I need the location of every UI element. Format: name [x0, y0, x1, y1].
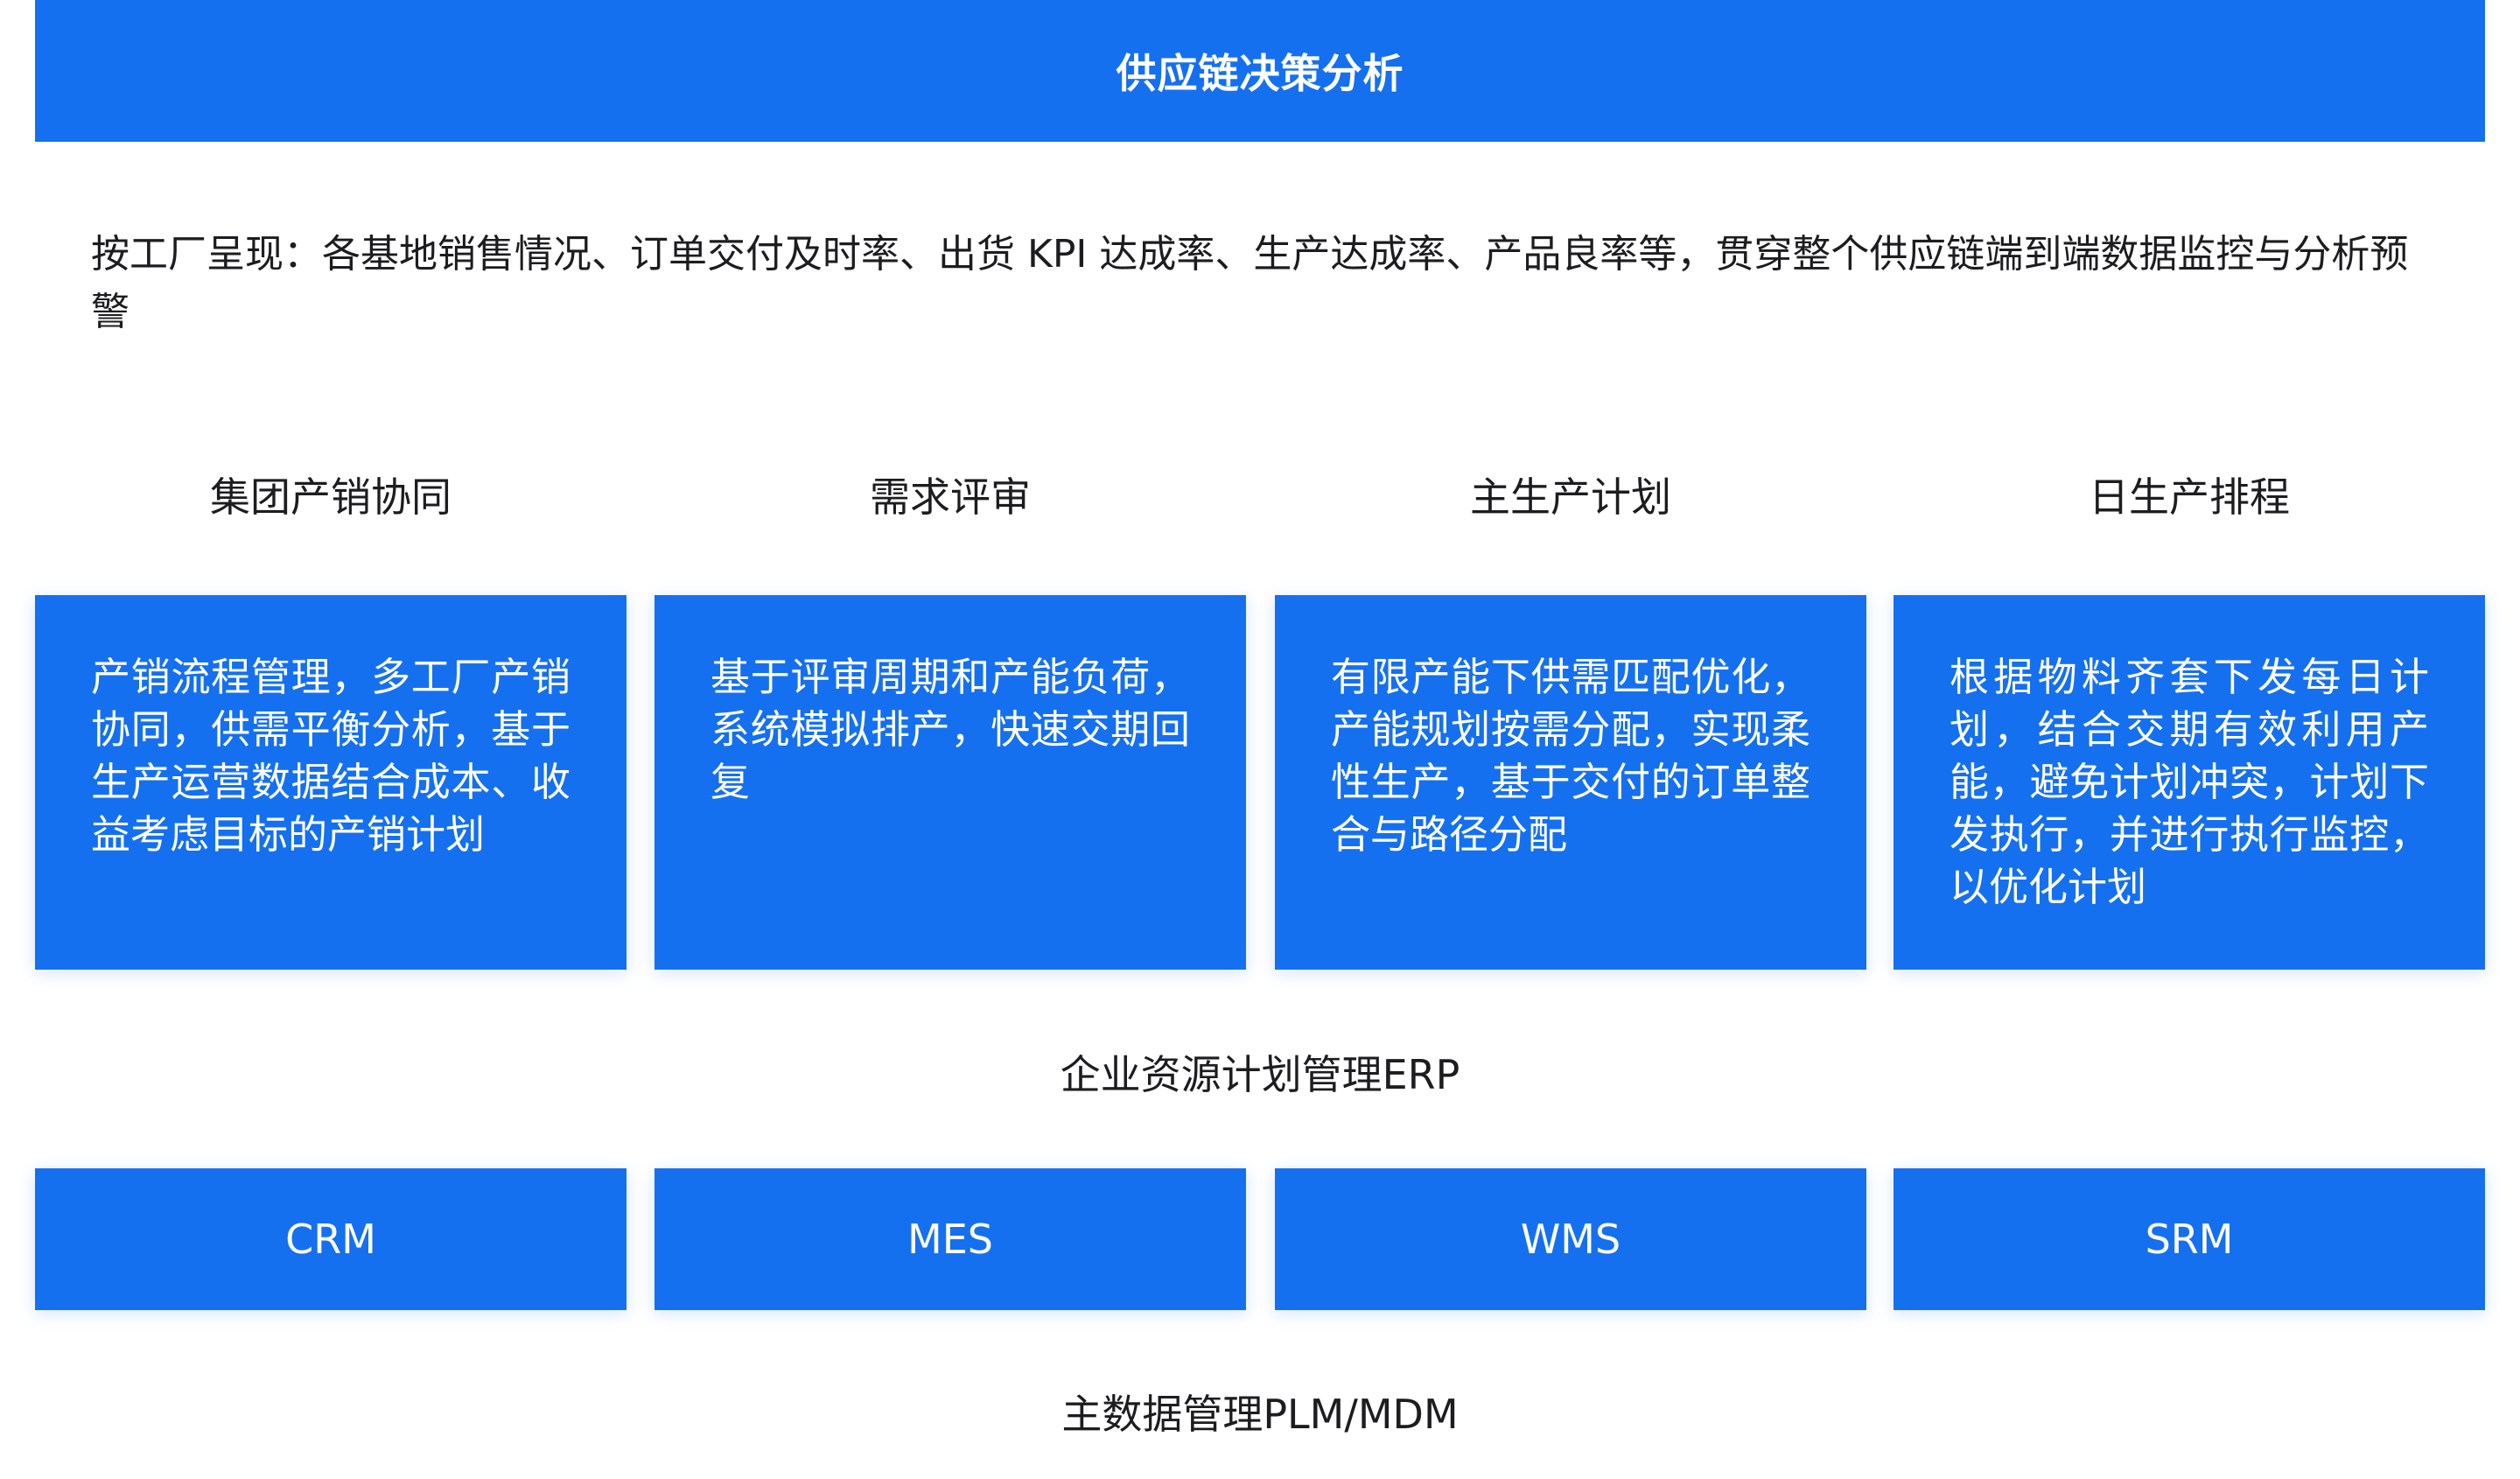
stage-card-text: 有限产能下供需匹配优化，产能规划按需分配，实现柔性生产，基于交付的订单整合与路径…	[1331, 654, 1810, 858]
stage-card-demand-review: 基于评审周期和产能负荷，系统模拟排产，快速交期回复	[654, 595, 1246, 970]
description-text: 按工厂呈现：各基地销售情况、订单交付及时率、出货 KPI 达成率、生产达成率、产…	[91, 232, 2409, 334]
banner-title: 供应链决策分析	[1116, 50, 1404, 97]
top-banner: 供应链决策分析	[35, 0, 2485, 142]
system-label: SRM	[2145, 1216, 2234, 1263]
stage-title-daily-scheduling: 日生产排程	[2089, 473, 2290, 521]
stage-card-master-production-plan: 有限产能下供需匹配优化，产能规划按需分配，实现柔性生产，基于交付的订单整合与路径…	[1275, 595, 1866, 970]
stage-title-master-production-plan: 主生产计划	[1470, 473, 1671, 521]
stage-card-text: 根据物料齐套下发每日计划，结合交期有效利用产能，避免计划冲突，计划下发执行，并进…	[1950, 654, 2429, 910]
mdm-layer-label: 主数据管理PLM/MDM	[1061, 1391, 1459, 1438]
stage-card-group-sales-coordination: 产销流程管理，多工厂产销协同，供需平衡分析，基于生产运营数据结合成本、收益考虑目…	[35, 595, 626, 970]
system-box-mes: MES	[654, 1168, 1246, 1310]
stage-card-daily-scheduling: 根据物料齐套下发每日计划，结合交期有效利用产能，避免计划冲突，计划下发执行，并进…	[1894, 595, 2485, 970]
system-box-crm: CRM	[35, 1168, 626, 1310]
system-box-srm: SRM	[1894, 1168, 2485, 1310]
system-label: WMS	[1520, 1216, 1621, 1263]
system-label: CRM	[285, 1216, 376, 1263]
stage-title-group-sales-coordination: 集团产销协同	[210, 473, 452, 521]
stage-card-text: 产销流程管理，多工厂产销协同，供需平衡分析，基于生产运营数据结合成本、收益考虑目…	[91, 654, 570, 858]
stage-title-demand-review: 需求评审	[870, 473, 1031, 521]
erp-layer-label: 企业资源计划管理ERP	[1060, 1051, 1460, 1098]
system-box-wms: WMS	[1275, 1168, 1866, 1310]
stage-card-text: 基于评审周期和产能负荷，系统模拟排产，快速交期回复	[710, 654, 1190, 805]
system-label: MES	[907, 1216, 993, 1263]
